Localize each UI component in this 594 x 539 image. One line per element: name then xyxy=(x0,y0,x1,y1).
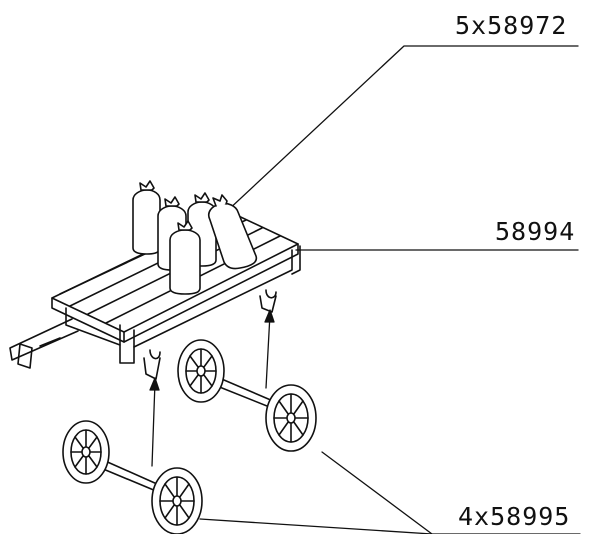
bag xyxy=(169,220,201,295)
bags xyxy=(132,180,258,295)
arrow-front xyxy=(151,381,156,467)
wheelset-rear xyxy=(177,339,317,452)
bag xyxy=(132,180,161,255)
assembly-arrows xyxy=(149,309,275,467)
part-label-wheelsets: 4x58995 xyxy=(458,502,571,531)
wheelsets xyxy=(62,339,317,535)
bag xyxy=(207,194,258,270)
part-label-bags: 5x58972 xyxy=(455,11,568,40)
drawbar xyxy=(9,318,79,369)
leader-lines xyxy=(199,45,581,535)
wheelset-front xyxy=(62,420,203,535)
arrow-rear xyxy=(265,313,271,389)
part-label-wagon: 58994 xyxy=(495,217,576,246)
leader-line-wheelsets-2 xyxy=(199,518,433,535)
leader-line-bags xyxy=(225,45,579,213)
